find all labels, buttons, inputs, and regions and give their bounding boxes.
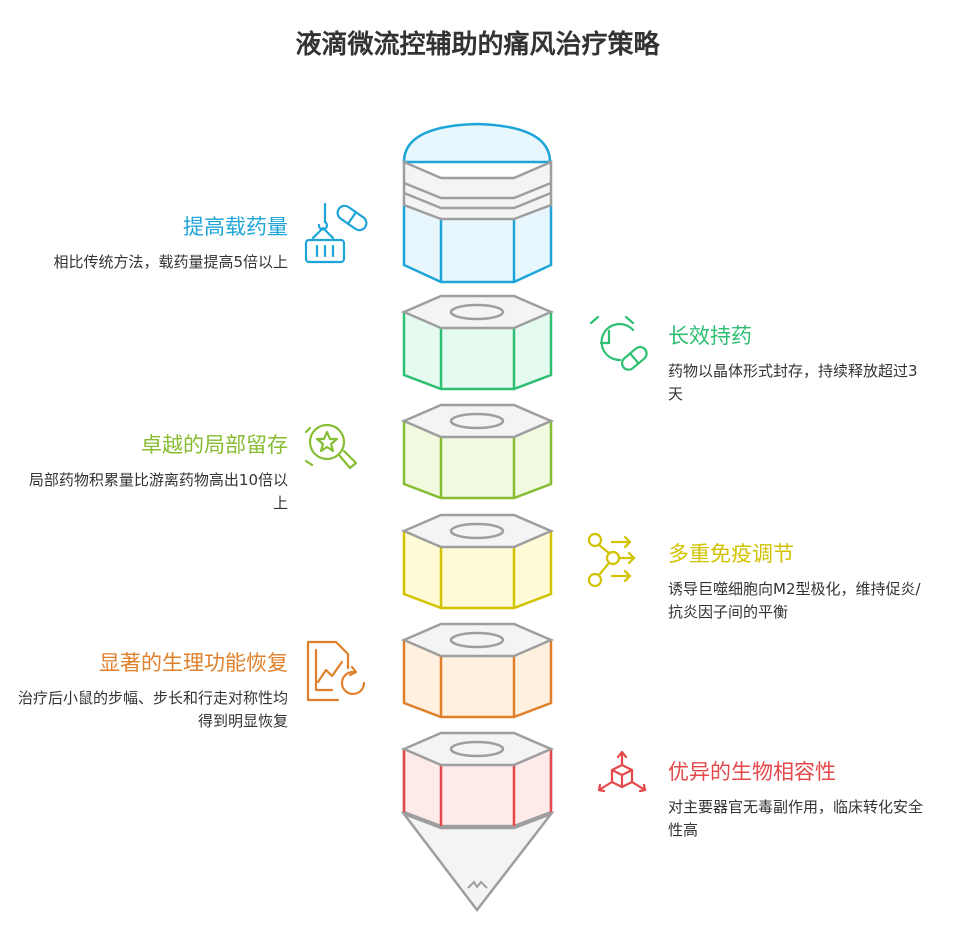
feature-title: 提高载药量	[183, 215, 288, 239]
feature-sustained-release: 长效持药 药物以晶体形式封存，持续释放超过3天	[668, 320, 928, 406]
feature-desc: 治疗后小鼠的步幅、步长和行走对称性均得到明显恢复	[18, 689, 289, 730]
hex-block-1	[400, 294, 555, 391]
hex-block-5	[400, 731, 555, 828]
feature-function-recovery: 显著的生理功能恢复 治疗后小鼠的步幅、步长和行走对称性均得到明显恢复	[18, 647, 288, 733]
feature-title: 多重免疫调节	[668, 542, 794, 566]
feature-title: 长效持药	[668, 324, 752, 348]
feature-title: 优异的生物相容性	[668, 760, 836, 784]
star-magnifier-icon	[304, 423, 358, 470]
branching-arrows-icon	[587, 532, 636, 588]
feature-desc: 相比传统方法，载药量提高5倍以上	[53, 253, 288, 271]
hex-block-4	[400, 622, 555, 719]
feature-biocompatibility: 优异的生物相容性 对主要器官无毒副作用，临床转化安全性高	[668, 756, 928, 842]
feature-title: 卓越的局部留存	[141, 433, 288, 457]
hex-block-3	[400, 513, 555, 610]
cube-arrows-icon	[597, 750, 647, 793]
feature-local-retention: 卓越的局部留存 局部药物积累量比游离药物高出10倍以上	[18, 429, 288, 515]
feature-drug-loading: 提高载药量 相比传统方法，载药量提高5倍以上	[18, 211, 288, 274]
feature-desc: 局部药物积累量比游离药物高出10倍以上	[28, 471, 288, 512]
chart-document-refresh-icon	[306, 640, 366, 702]
feature-desc: 药物以晶体形式封存，持续释放超过3天	[668, 362, 918, 403]
top-cap-block	[402, 122, 553, 284]
crane-container-pill-icon	[304, 202, 368, 264]
pencil-tip	[400, 811, 555, 913]
hex-block-2	[400, 403, 555, 500]
feature-immune-regulation: 多重免疫调节 诱导巨噬细胞向M2型极化，维持促炎/抗炎因子间的平衡	[668, 538, 928, 624]
page-title: 液滴微流控辅助的痛风治疗策略	[295, 30, 660, 60]
feature-title: 显著的生理功能恢复	[99, 651, 288, 675]
feature-desc: 诱导巨噬细胞向M2型极化，维持促炎/抗炎因子间的平衡	[668, 580, 921, 621]
alarm-clock-pill-icon	[589, 315, 648, 371]
feature-desc: 对主要器官无毒副作用，临床转化安全性高	[668, 798, 924, 839]
